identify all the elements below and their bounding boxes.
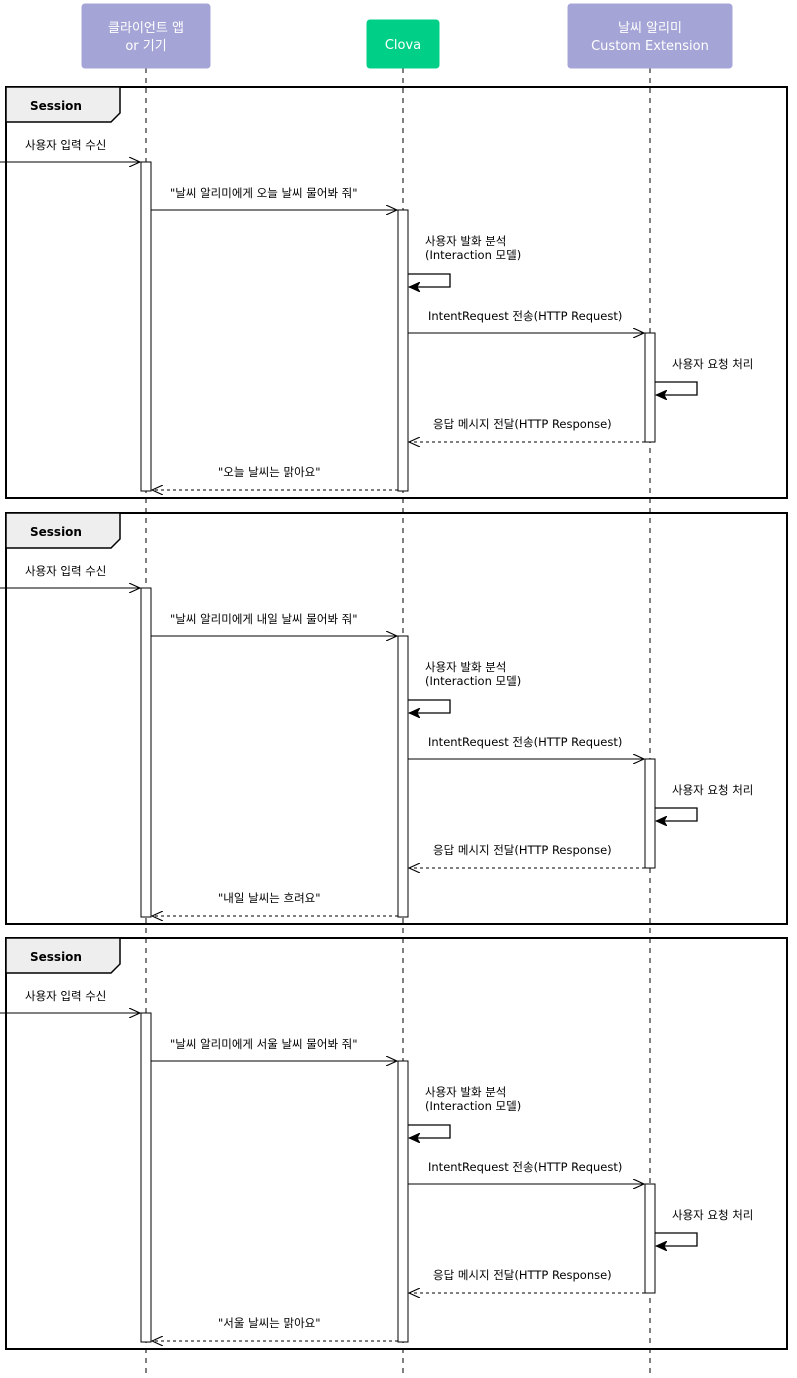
reply-label: "내일 날씨는 흐려요": [218, 891, 321, 905]
utterance-label: "날씨 알리미에게 오늘 날씨 물어봐 줘": [170, 186, 358, 200]
process-label: 사용자 요청 처리: [672, 783, 753, 797]
session-frame: Session: [5, 86, 788, 499]
intent-request-label: IntentRequest 전송(HTTP Request): [428, 1160, 622, 1174]
analysis-label-line2: (Interaction 모델): [425, 1099, 521, 1113]
session-label-tab: [5, 86, 121, 123]
reply-label: "서울 날씨는 맑아요": [218, 1316, 321, 1330]
process-self-arrow: [655, 807, 698, 821]
process-label: 사용자 요청 처리: [672, 357, 753, 371]
activation-client: [140, 587, 152, 918]
intent-request-label: IntentRequest 전송(HTTP Request): [428, 309, 622, 323]
participant-box: [366, 19, 440, 69]
activation-clova: [397, 209, 409, 492]
session-messages: 사용자 입력 수신 "날씨 알리미에게 오늘 날씨 물어봐 줘" 사용자 발화 분석…: [0, 138, 753, 490]
session-messages: 사용자 입력 수신 "날씨 알리미에게 내일 날씨 물어봐 줘" 사용자 발화 분석…: [0, 564, 753, 916]
participant-box: [567, 3, 733, 69]
participant-extension: 날씨 알리미 Custom Extension: [567, 3, 733, 69]
activation-client: [140, 161, 152, 492]
response-label: 응답 메시지 전달(HTTP Response): [433, 417, 612, 431]
session-label: Session: [30, 525, 82, 539]
participant-label: 클라이언트 앱: [108, 21, 184, 36]
session-label: Session: [30, 99, 82, 113]
session-frame-border: [5, 86, 788, 499]
activation-client: [140, 1012, 152, 1343]
utterance-label: "날씨 알리미에게 내일 날씨 물어봐 줘": [170, 612, 358, 626]
participant-label: 날씨 알리미: [618, 21, 682, 36]
session-frame-border: [5, 937, 788, 1350]
activation-clova: [397, 635, 409, 918]
participant-client: 클라이언트 앱 or 기기: [81, 3, 211, 69]
process-label: 사용자 요청 처리: [672, 1208, 753, 1222]
analysis-self-arrow: [408, 273, 451, 287]
intent-request-label: IntentRequest 전송(HTTP Request): [428, 735, 622, 749]
activation-clova: [397, 1060, 409, 1343]
session-label: Session: [30, 950, 82, 964]
user-input-label: 사용자 입력 수신: [25, 564, 106, 578]
analysis-label-line2: (Interaction 모델): [425, 674, 521, 688]
process-self-arrow: [655, 1232, 698, 1246]
activation-extension: [644, 332, 656, 443]
process-self-arrow: [655, 381, 698, 395]
response-label: 응답 메시지 전달(HTTP Response): [433, 1268, 612, 1282]
analysis-self-arrow: [408, 699, 451, 713]
analysis-label-line1: 사용자 발화 분석: [425, 1085, 506, 1099]
participant-label: Custom Extension: [591, 39, 709, 54]
user-input-label: 사용자 입력 수신: [25, 989, 106, 1003]
participant-box: [81, 3, 211, 69]
activation-extension: [644, 758, 656, 869]
analysis-label-line2: (Interaction 모델): [425, 248, 521, 262]
session-frame: Session: [5, 937, 788, 1350]
session-label-tab: [5, 937, 121, 974]
reply-label: "오늘 날씨는 맑아요": [218, 465, 321, 479]
user-input-label: 사용자 입력 수신: [25, 138, 106, 152]
utterance-label: "날씨 알리미에게 서울 날씨 물어봐 줘": [170, 1037, 358, 1051]
participant-label: or 기기: [125, 39, 166, 54]
analysis-label-line1: 사용자 발화 분석: [425, 660, 506, 674]
session-label-tab: [5, 512, 121, 549]
participant-label: Clova: [385, 38, 421, 53]
activation-extension: [644, 1183, 656, 1294]
session-frame: Session: [5, 512, 788, 925]
response-label: 응답 메시지 전달(HTTP Response): [433, 843, 612, 857]
participant-clova: Clova: [366, 19, 440, 69]
analysis-label-line1: 사용자 발화 분석: [425, 234, 506, 248]
session-messages: 사용자 입력 수신 "날씨 알리미에게 서울 날씨 물어봐 줘" 사용자 발화 분석…: [0, 989, 753, 1341]
analysis-self-arrow: [408, 1124, 451, 1138]
session-frame-border: [5, 512, 788, 925]
